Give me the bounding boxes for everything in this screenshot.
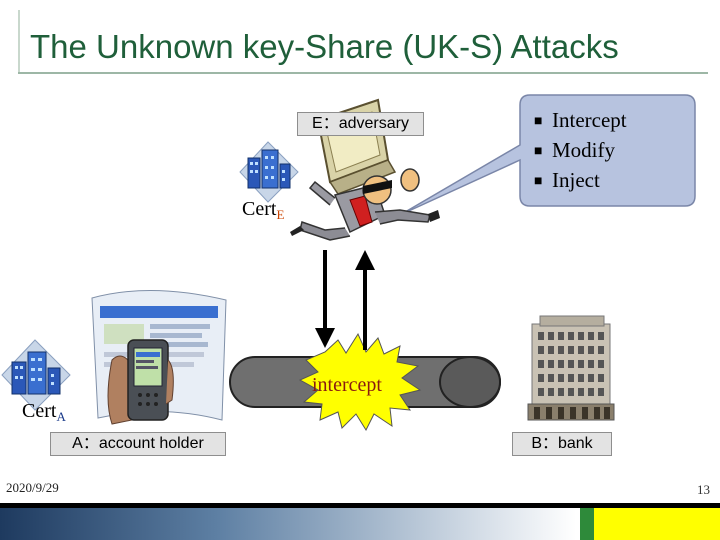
bank-windows <box>538 332 604 396</box>
bullet-icon: ■ <box>534 174 543 189</box>
bullet-icon: ■ <box>534 144 543 159</box>
cert-a-label: CertA <box>22 400 66 425</box>
cert-e-label: CertE <box>242 198 284 223</box>
intercept-burst <box>298 332 422 432</box>
arrow-up <box>355 250 375 350</box>
footer-divider <box>0 503 720 508</box>
page-title: The Unknown key-Share (UK-S) Attacks <box>30 28 619 65</box>
bank-building-icon <box>527 315 615 421</box>
bullet-icon: ■ <box>534 114 543 129</box>
footer-green-block <box>580 508 594 540</box>
cert-a-base: Cert <box>22 400 57 422</box>
callout-action-list: ■Intercept ■Modify ■Inject <box>534 106 627 196</box>
title-frame-vertical <box>18 10 20 74</box>
arrow-down <box>315 250 335 348</box>
cert-a-building-icon <box>1 339 71 411</box>
footer-date: 2020/9/29 <box>6 480 59 495</box>
cert-a-subscript: A <box>56 409 66 424</box>
bank-label: B：bank <box>512 432 612 456</box>
cert-e-subscript: E <box>276 207 285 222</box>
footer-yellow-block <box>594 508 720 540</box>
adversary-label: E：adversary <box>297 112 424 136</box>
cert-e-building-icon <box>239 141 299 203</box>
callout-item-inject: ■Inject <box>534 166 627 196</box>
callout-bubble <box>399 94 696 216</box>
account-holder-device-icon <box>91 290 227 425</box>
slide-number: 13 <box>697 482 710 497</box>
callout-item-modify: ■Modify <box>534 136 627 166</box>
callout-item-intercept: ■Intercept <box>534 106 627 136</box>
cert-e-base: Cert <box>242 198 277 220</box>
title-underline <box>18 72 708 74</box>
intercept-label: intercept <box>312 374 382 396</box>
account-holder-label: A：account holder <box>50 432 226 456</box>
